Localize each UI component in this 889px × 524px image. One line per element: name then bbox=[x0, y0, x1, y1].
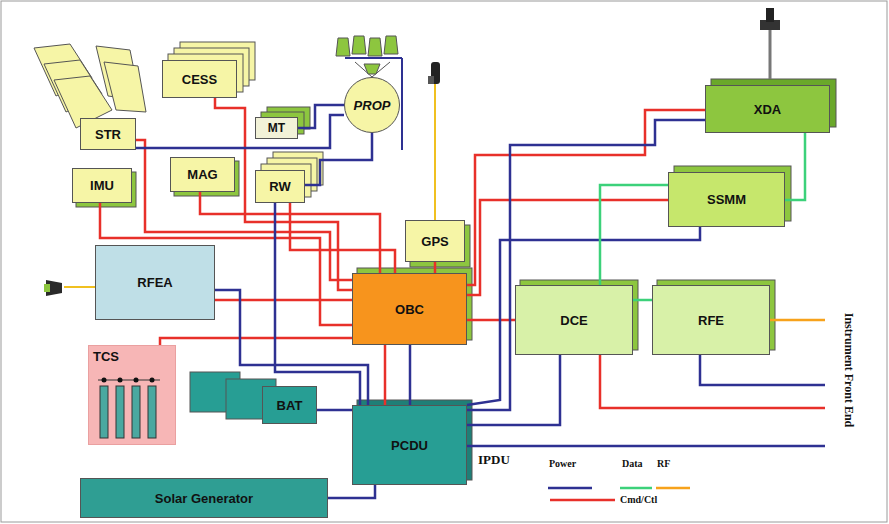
tcs-panel bbox=[148, 386, 156, 438]
wire bbox=[785, 133, 805, 200]
component-box: MT bbox=[255, 117, 298, 139]
component-box: PCDU bbox=[352, 405, 467, 485]
component-label: RFE bbox=[698, 313, 724, 328]
tcs-panel bbox=[88, 345, 176, 445]
component-box: MAG bbox=[170, 157, 235, 192]
antennas bbox=[769, 30, 772, 79]
antennas bbox=[428, 76, 434, 84]
legend-samples bbox=[550, 499, 615, 502]
component-label: STR bbox=[95, 127, 121, 142]
legend-text: RF bbox=[657, 458, 670, 469]
legend-text: Cmd/Ctl bbox=[620, 494, 657, 505]
wire bbox=[467, 319, 515, 322]
legend-samples bbox=[656, 487, 690, 490]
tcs-panel bbox=[88, 345, 176, 445]
str-baffles bbox=[34, 44, 146, 128]
wire bbox=[317, 409, 352, 412]
component-circle: PROP bbox=[344, 77, 400, 133]
component-label: TCS bbox=[93, 349, 119, 364]
antennas bbox=[44, 284, 50, 292]
wire bbox=[215, 98, 352, 290]
legend-samples bbox=[548, 487, 592, 490]
component-box: GPS bbox=[405, 220, 465, 262]
thruster-cluster bbox=[401, 58, 403, 150]
component-label: PCDU bbox=[391, 438, 428, 453]
component-label: MT bbox=[268, 121, 285, 135]
wire bbox=[305, 133, 372, 185]
wire bbox=[160, 338, 352, 345]
component-label: BAT bbox=[277, 398, 303, 413]
component-label: SSMM bbox=[707, 192, 746, 207]
wire bbox=[215, 299, 352, 302]
legend-text: Power bbox=[549, 458, 576, 469]
tcs-panel bbox=[150, 378, 155, 383]
thruster-cluster bbox=[368, 38, 382, 56]
component-label: PROP bbox=[354, 98, 391, 113]
wire bbox=[328, 485, 375, 498]
legend-text: Data bbox=[622, 458, 643, 469]
thruster-cluster bbox=[336, 38, 350, 56]
tcs-panel bbox=[134, 378, 139, 383]
component-label: MAG bbox=[187, 167, 217, 182]
instrument-wires bbox=[467, 445, 825, 448]
instrument-wires bbox=[600, 355, 825, 408]
tcs-panel bbox=[116, 386, 124, 438]
wire bbox=[467, 200, 668, 295]
instrument-wires bbox=[700, 355, 825, 385]
wire bbox=[467, 120, 705, 410]
str-baffles bbox=[104, 62, 146, 112]
tcs-panel bbox=[132, 386, 140, 438]
side-label: Instrument Front End bbox=[841, 313, 856, 427]
component-box: TCS bbox=[88, 345, 176, 445]
thruster-cluster bbox=[336, 36, 402, 150]
instrument-wires bbox=[770, 319, 825, 322]
wire bbox=[434, 262, 437, 273]
bus-label: IPDU bbox=[478, 452, 510, 468]
antennas bbox=[64, 286, 95, 288]
thruster-cluster bbox=[384, 36, 398, 54]
wire bbox=[298, 105, 344, 128]
antennas bbox=[766, 8, 774, 22]
wire bbox=[275, 203, 360, 405]
tcs-panel bbox=[102, 378, 107, 383]
component-box: CESS bbox=[162, 60, 237, 98]
component-box: RW bbox=[255, 170, 305, 203]
component-box: Solar Generator bbox=[80, 478, 328, 518]
component-label: Solar Generator bbox=[155, 491, 253, 506]
tcs-panel bbox=[100, 386, 108, 438]
wire bbox=[633, 299, 652, 302]
component-box: IMU bbox=[72, 168, 132, 203]
wire bbox=[600, 185, 668, 285]
component-box: SSMM bbox=[668, 172, 785, 227]
antennas bbox=[434, 82, 436, 220]
component-label: RFEA bbox=[137, 275, 172, 290]
wire bbox=[409, 345, 412, 405]
component-box: BAT bbox=[262, 386, 317, 424]
component-box: DCE bbox=[515, 285, 633, 355]
component-label: XDA bbox=[754, 102, 781, 117]
legend-samples bbox=[620, 487, 652, 490]
component-box: RFE bbox=[652, 285, 770, 355]
component-label: IMU bbox=[90, 178, 114, 193]
component-box: OBC bbox=[352, 273, 467, 345]
thruster-cluster bbox=[345, 57, 402, 59]
component-box: STR bbox=[80, 118, 136, 150]
thruster-cluster bbox=[352, 36, 366, 54]
component-box: RFEA bbox=[95, 245, 215, 320]
legend-samples bbox=[548, 488, 690, 500]
component-label: RW bbox=[269, 179, 290, 194]
component-label: DCE bbox=[560, 313, 587, 328]
wire bbox=[384, 345, 387, 405]
tcs-panel bbox=[118, 378, 123, 383]
component-box: XDA bbox=[705, 85, 830, 133]
component-label: OBC bbox=[395, 302, 424, 317]
component-label: GPS bbox=[421, 234, 448, 249]
wire bbox=[467, 355, 560, 425]
component-label: CESS bbox=[182, 72, 217, 87]
thruster-cluster bbox=[364, 64, 380, 74]
wire bbox=[136, 115, 344, 148]
